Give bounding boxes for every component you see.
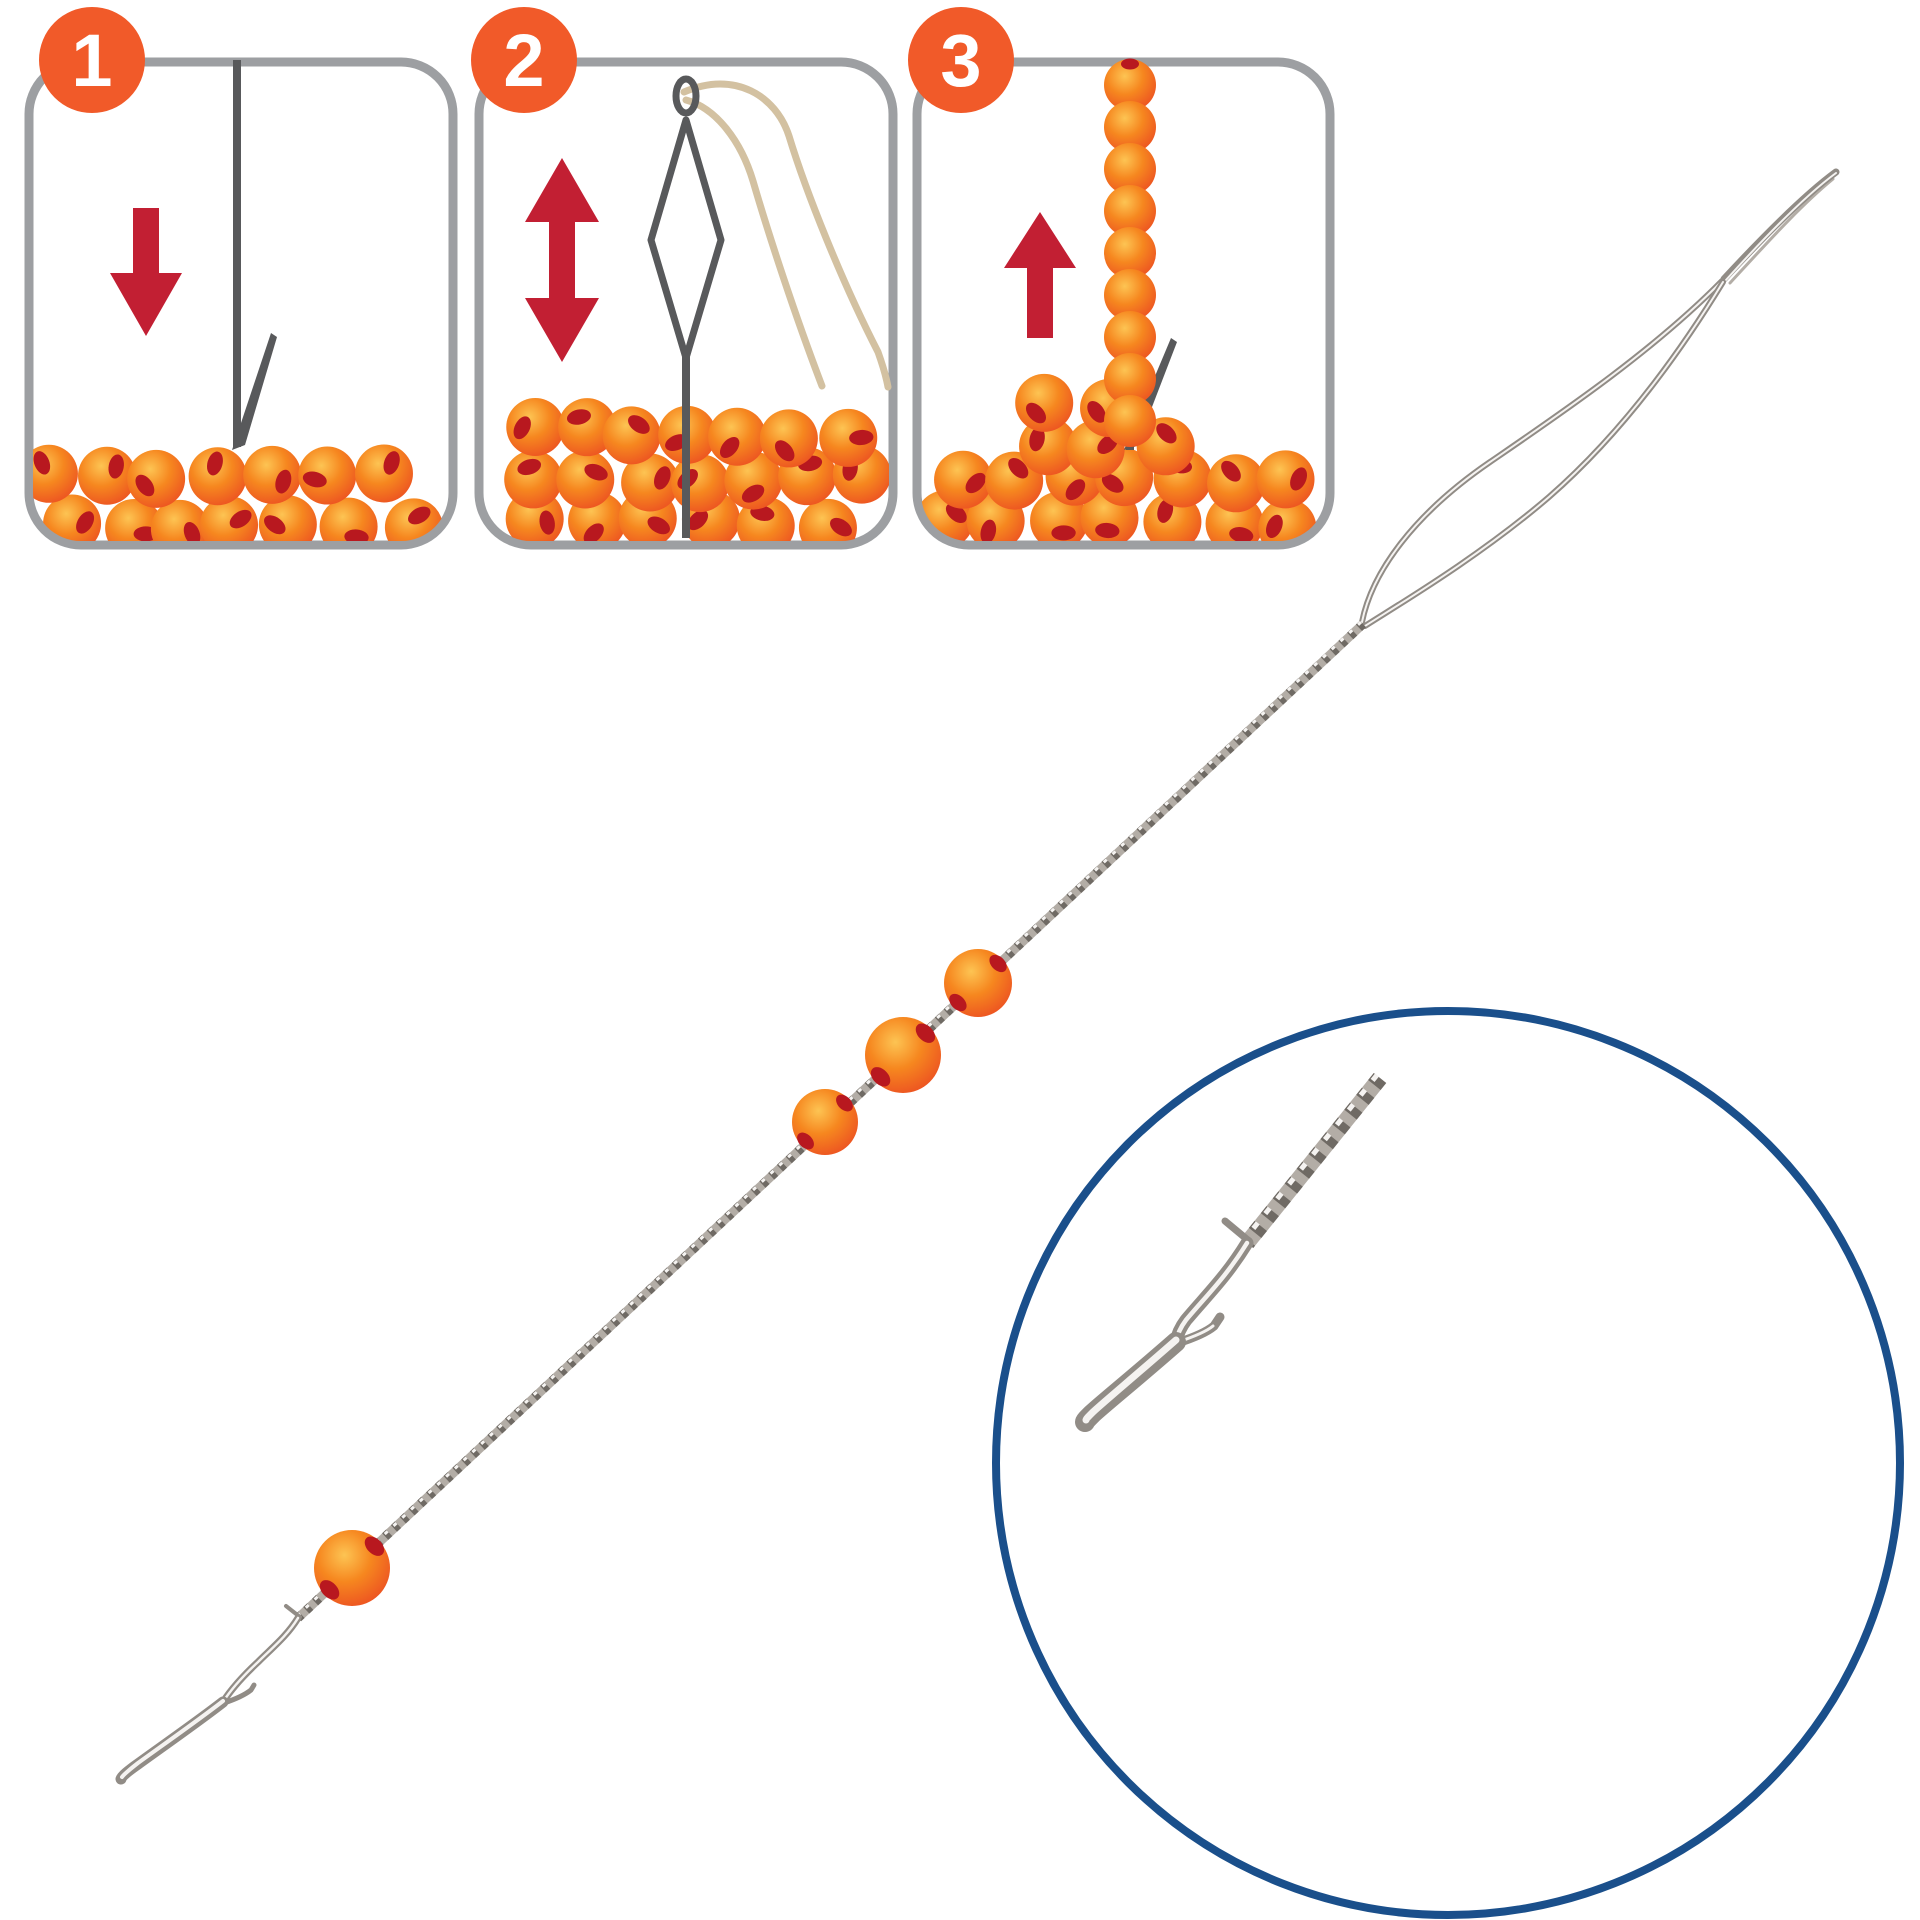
bead-pile [921, 373, 1317, 541]
step-number-circle [908, 7, 1014, 113]
bead [602, 406, 661, 465]
bead [1258, 498, 1317, 541]
bead [243, 445, 302, 504]
panel-step-3: 3 [908, 7, 1335, 550]
bead [1019, 417, 1078, 476]
bead [314, 1530, 390, 1606]
thread [680, 80, 892, 391]
needle-hook [232, 333, 277, 450]
step-number: 2 [503, 19, 544, 102]
bead [724, 451, 783, 510]
needle-tip [1728, 177, 1835, 285]
panel-step-1: 1 [24, 7, 458, 550]
needle-eye-diamond [647, 116, 725, 362]
magnifier-circle-icon [992, 1007, 1904, 1919]
bead [792, 1089, 858, 1155]
bead [188, 447, 247, 506]
bead [33, 444, 78, 503]
step-number-circle [39, 7, 145, 113]
bead [1104, 143, 1156, 195]
big-eye-left-wire [1359, 278, 1725, 625]
bead-pile [504, 398, 889, 541]
step-2-badge: 2 [471, 7, 577, 113]
step-number: 3 [940, 19, 981, 102]
bead [1207, 454, 1266, 513]
needle-step-2 [647, 75, 725, 538]
bead [1104, 269, 1156, 321]
stacked-beads [1104, 58, 1156, 447]
bead [944, 949, 1012, 1017]
step-number-circle [471, 7, 577, 113]
bead [258, 495, 317, 541]
big-eye-needle [115, 168, 1840, 1785]
bead [1104, 58, 1156, 111]
bead [621, 453, 680, 512]
bead [798, 498, 857, 541]
bead [1104, 227, 1156, 279]
bead [319, 497, 378, 541]
arrow-up-icon [1004, 212, 1076, 338]
bead [298, 446, 357, 505]
panel-step-2: 2 [471, 7, 898, 550]
bead [200, 496, 259, 541]
bead [1104, 353, 1156, 405]
step-3-badge: 3 [908, 7, 1014, 113]
bead [1104, 395, 1156, 447]
bead [354, 444, 413, 503]
bead [127, 449, 186, 508]
bead [506, 398, 565, 457]
bead [78, 446, 137, 505]
bead [934, 450, 993, 509]
bead [708, 407, 767, 466]
bead [819, 408, 878, 467]
bead [1104, 311, 1156, 363]
bead [384, 498, 443, 541]
needle-step-1 [232, 60, 277, 450]
bead [150, 499, 209, 541]
bead [1015, 373, 1074, 432]
bead [558, 398, 617, 457]
step-1-badge: 1 [39, 7, 145, 113]
bead [556, 450, 615, 509]
beads-on-needle [314, 949, 1012, 1606]
bead [1143, 492, 1202, 541]
bead [865, 1017, 941, 1093]
arrow-down-icon [110, 208, 182, 336]
bead [759, 409, 818, 468]
bead [1030, 491, 1089, 541]
arrow-up-down-icon [525, 158, 599, 362]
bead [1104, 101, 1156, 153]
step-number: 1 [71, 19, 112, 102]
needle-eye-small [672, 75, 700, 117]
inset-contents [1075, 1072, 1387, 1432]
magnified-tip-inset [992, 1007, 1904, 1919]
bead [1256, 450, 1315, 509]
bead [1104, 185, 1156, 237]
bead [504, 450, 563, 509]
